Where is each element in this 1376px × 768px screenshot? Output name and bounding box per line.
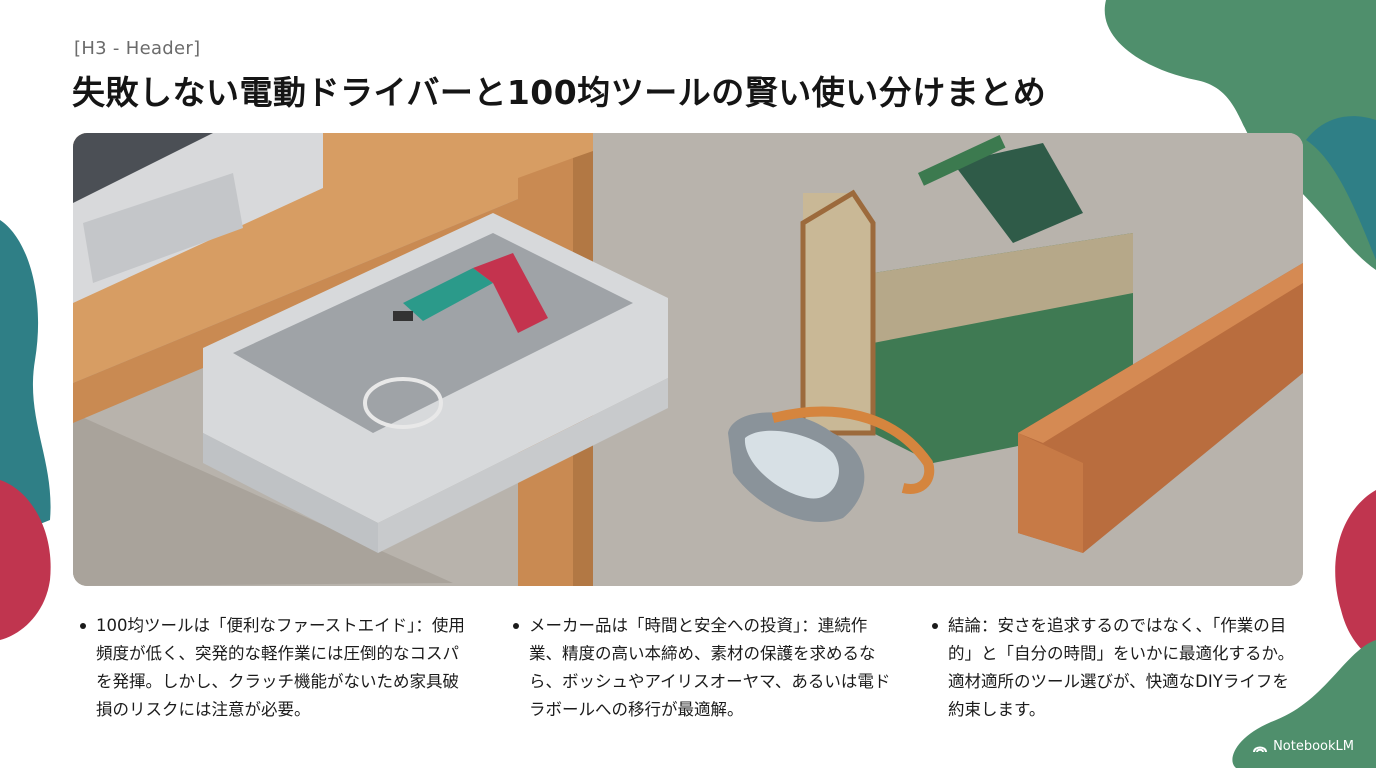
blob-left [0,220,51,640]
bullet-dot [932,623,938,629]
page-title: 失敗しない電動ドライバーと100均ツールの賢い使い分けまとめ [72,73,1047,112]
goggles-shape [728,406,935,522]
section-kicker: [H3 - Header] [74,38,201,59]
bullet-text: 結論：安さを追求するのではなく、「作業の目的」と「自分の時間」をいかに最適化する… [948,616,1295,719]
hero-illustration [73,133,1303,586]
bullet-item-100yen: 100均ツールは「便利なファーストエイド」：使用頻度が低く、突発的な軽作業には圧… [80,612,466,724]
bullet-text: メーカー品は「時間と安全への投資」：連続作業、精度の高い本締め、素材の保護を求め… [529,616,891,719]
notebooklm-brand: NotebookLM [1253,739,1354,754]
blob-top-right [1104,0,1376,270]
mini-driver-shape [393,253,548,333]
notebooklm-icon [1253,746,1268,752]
drawer-shape [203,213,668,553]
bullet-text: 100均ツールは「便利なファーストエイド」：使用頻度が低く、突発的な軽作業には圧… [96,616,465,719]
bullet-dot [513,623,519,629]
blob-bottom-right [1232,490,1376,768]
bullet-item-conclusion: 結論：安さを追求するのではなく、「作業の目的」と「自分の時間」をいかに最適化する… [932,612,1304,724]
brand-label: NotebookLM [1273,739,1354,754]
wood-block-shape [1018,263,1303,553]
bullet-dot [80,623,86,629]
bullet-item-maker: メーカー品は「時間と安全への投資」：連続作業、精度の高い本締め、素材の保護を求め… [513,612,899,724]
laptop-shape [73,133,323,303]
